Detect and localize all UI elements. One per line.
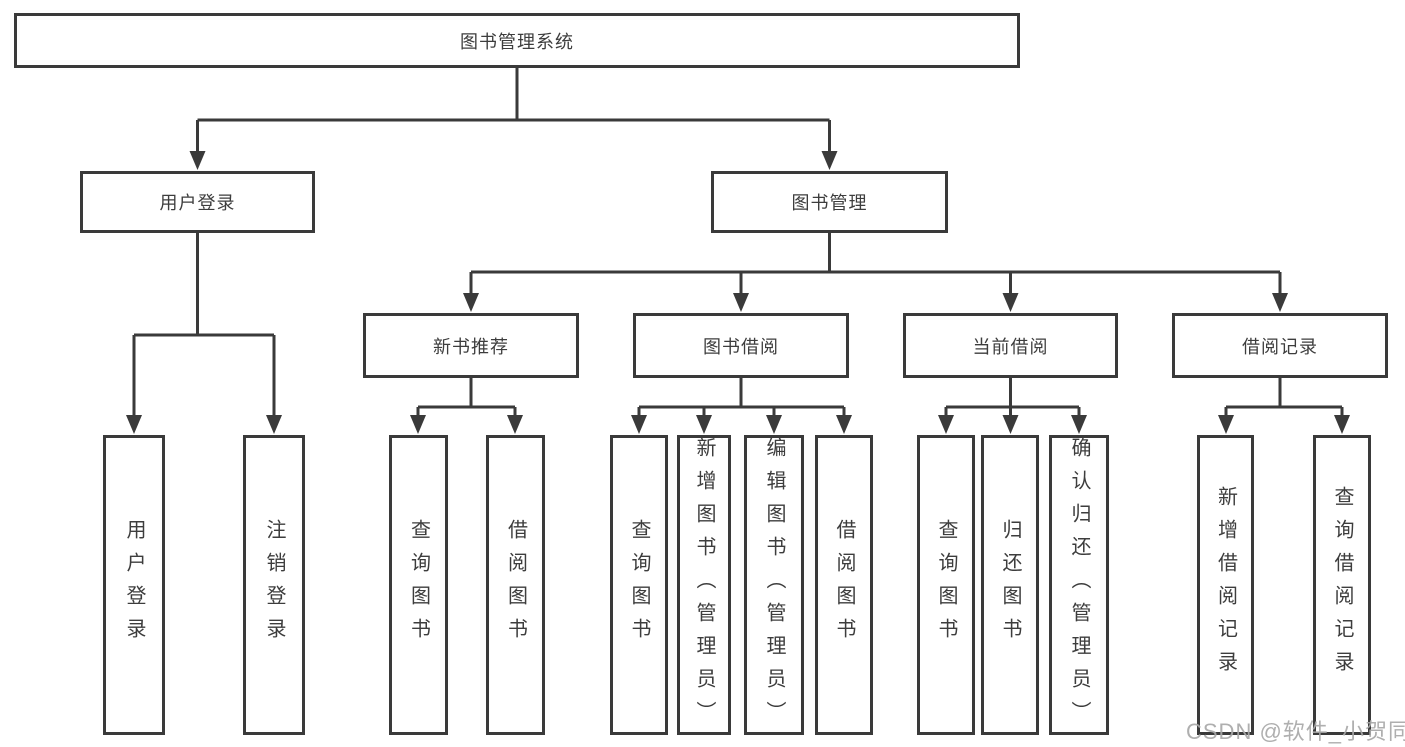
- leaf-confirm-return-label: 确认归还（管理员）: [1068, 436, 1090, 734]
- node-user-login: 用户登录: [80, 171, 315, 233]
- csdn-watermark: CSDN @软件_小贺同学: [1186, 719, 1405, 744]
- node-book-borrow: 图书借阅: [633, 313, 849, 378]
- arrow-down-icon: [266, 415, 282, 434]
- arrow-down-icon: [189, 151, 206, 170]
- leaf-borrow-book-1: 借阅图书: [486, 435, 545, 735]
- node-borrow-record: 借阅记录: [1172, 313, 1388, 378]
- arrowheads: [126, 151, 1350, 434]
- node-new-book-rec-label: 新书推荐: [433, 336, 509, 357]
- leaf-add-record: 新增借阅记录: [1197, 435, 1254, 735]
- arrow-down-icon: [1334, 415, 1350, 434]
- node-user-login-label: 用户登录: [159, 193, 236, 213]
- leaf-logout: 注销登录: [243, 435, 305, 735]
- arrow-down-icon: [1002, 293, 1019, 312]
- arrow-down-icon: [126, 415, 142, 434]
- arrow-down-icon: [1071, 415, 1087, 434]
- arrow-down-icon: [631, 415, 647, 434]
- arrow-down-icon: [821, 151, 838, 170]
- leaf-user-login: 用户登录: [103, 435, 165, 735]
- leaf-confirm-return: 确认归还（管理员）: [1049, 435, 1109, 735]
- arrow-down-icon: [410, 415, 426, 434]
- leaf-query-book-3: 查询图书: [917, 435, 975, 735]
- leaf-return-book-label: 归还图书: [999, 519, 1021, 651]
- leaf-return-book: 归还图书: [981, 435, 1039, 735]
- node-root: 图书管理系统: [14, 13, 1020, 68]
- node-new-book-rec: 新书推荐: [363, 313, 579, 378]
- node-book-borrow-label: 图书借阅: [703, 336, 779, 357]
- leaf-query-book-2-label: 查询图书: [628, 519, 650, 651]
- arrow-down-icon: [696, 415, 712, 434]
- arrow-down-icon: [836, 415, 852, 434]
- leaf-query-record: 查询借阅记录: [1313, 435, 1371, 735]
- node-root-label: 图书管理系统: [460, 31, 574, 52]
- node-borrow-record-label: 借阅记录: [1242, 336, 1318, 357]
- arrow-down-icon: [733, 293, 749, 312]
- leaf-query-record-label: 查询借阅记录: [1331, 486, 1353, 684]
- arrow-down-icon: [1002, 415, 1019, 434]
- node-book-mgmt-label: 图书管理: [791, 193, 868, 213]
- leaf-user-login-label: 用户登录: [123, 519, 145, 651]
- node-book-mgmt: 图书管理: [711, 171, 948, 233]
- leaf-logout-label: 注销登录: [263, 519, 285, 651]
- leaf-query-book-3-label: 查询图书: [935, 519, 957, 651]
- node-current-borrow: 当前借阅: [903, 313, 1118, 378]
- arrow-down-icon: [507, 415, 523, 434]
- leaf-borrow-book-2-label: 借阅图书: [833, 519, 855, 651]
- leaf-edit-book: 编辑图书（管理员）: [744, 435, 804, 735]
- leaf-borrow-book-2: 借阅图书: [815, 435, 873, 735]
- leaf-add-book-label: 新增图书（管理员）: [693, 436, 715, 734]
- leaf-add-record-label: 新增借阅记录: [1214, 486, 1237, 684]
- node-current-borrow-label: 当前借阅: [972, 336, 1049, 357]
- arrow-down-icon: [463, 293, 479, 312]
- leaf-add-book: 新增图书（管理员）: [677, 435, 731, 735]
- leaf-query-book-1: 查询图书: [389, 435, 448, 735]
- leaf-query-book-2: 查询图书: [610, 435, 668, 735]
- arrow-down-icon: [1272, 293, 1288, 312]
- leaf-edit-book-label: 编辑图书（管理员）: [763, 436, 785, 734]
- leaf-borrow-book-1-label: 借阅图书: [504, 519, 527, 651]
- leaf-query-book-1-label: 查询图书: [407, 519, 430, 651]
- arrow-down-icon: [766, 415, 782, 434]
- arrow-down-icon: [938, 415, 954, 434]
- arrow-down-icon: [1218, 415, 1234, 434]
